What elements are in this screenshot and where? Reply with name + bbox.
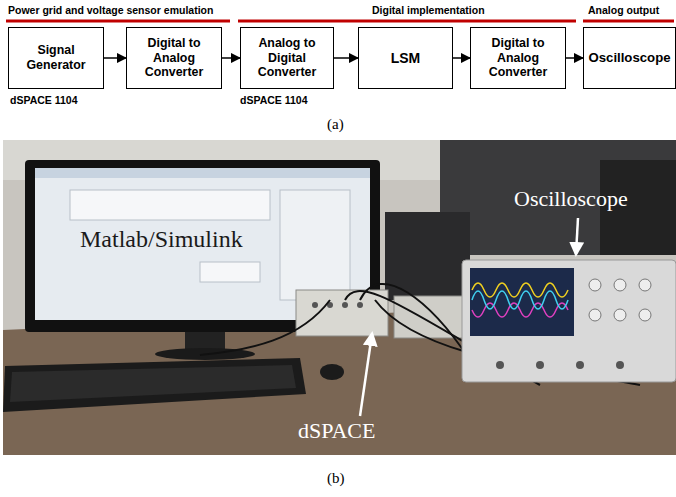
section-heading: Digital implementation [372, 4, 485, 16]
box-text: Digital to Analog Converter [471, 36, 565, 81]
header-rule [6, 20, 230, 23]
leader-arrow [576, 218, 578, 254]
box-text: LSM [388, 50, 424, 67]
signal-arrow [453, 57, 470, 59]
header-rule [583, 20, 674, 23]
hardware-label: dSPACE 1104 [240, 94, 308, 106]
photo-label: Oscilloscope [514, 186, 628, 212]
lab-photo [3, 140, 676, 455]
process-box: Oscilloscope [583, 27, 676, 89]
section-heading: Analog output [588, 4, 659, 16]
subfigure-label: (a) [327, 116, 344, 133]
signal-arrow [566, 57, 583, 59]
section-heading: Power grid and voltage sensor emulation [8, 4, 213, 16]
leader-arrow [360, 334, 372, 416]
box-text: Digital to Analog Converter [127, 36, 221, 81]
signal-arrow [222, 57, 240, 59]
photo-label: dSPACE [298, 418, 375, 444]
box-text: Oscilloscope [585, 50, 673, 66]
header-rule [238, 20, 576, 23]
box-text: Signal Generator [9, 43, 103, 73]
box-text: Analog to Digital Converter [241, 36, 333, 81]
process-box: Digital to Analog Converter [126, 27, 222, 89]
process-box: LSM [358, 27, 453, 89]
signal-arrow [104, 57, 126, 59]
subfigure-label: (b) [327, 470, 345, 487]
process-box: Digital to Analog Converter [470, 27, 566, 89]
photo-label: Matlab/Simulink [80, 226, 243, 253]
process-box: Analog to Digital Converter [240, 27, 334, 89]
process-box: Signal Generator [8, 27, 104, 89]
hardware-label: dSPACE 1104 [10, 94, 78, 106]
signal-arrow [334, 57, 358, 59]
